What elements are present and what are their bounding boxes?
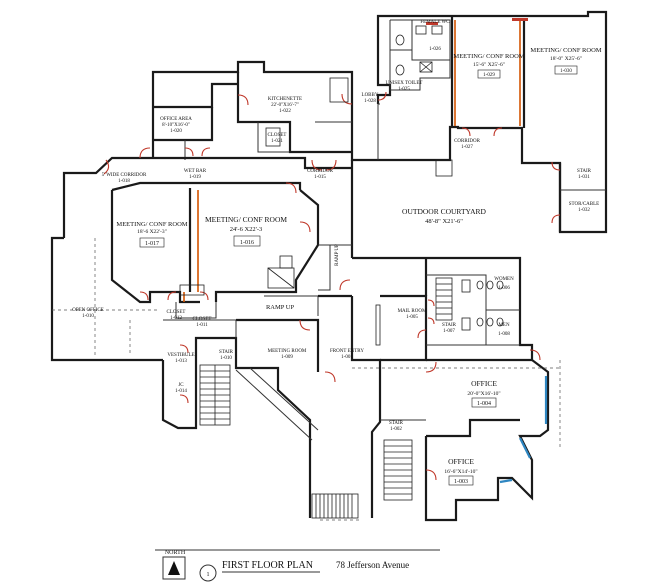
kitchenette-name: KITCHENETTE (268, 97, 302, 102)
closet-1021-name: CLOSET (268, 133, 287, 138)
closet-1012-name: CLOSET (167, 310, 186, 315)
sheet-number: 1 (207, 572, 210, 578)
meeting-1029-tag (477, 69, 501, 79)
closet-1012-number: 1-012 (170, 316, 182, 321)
office-1003-name: OFFICE (448, 457, 474, 466)
kitchenette-dims: 22'-0"X16'-7" (271, 103, 299, 108)
open-office-number: 1-010 (82, 314, 94, 319)
stair-1010-name: STAIR (219, 350, 234, 355)
stair-1007-number: 1-007 (443, 329, 455, 334)
meeting-1016-dims: 24'-6 X22'-3 (230, 226, 263, 233)
meeting-1030-dims: 18'-0" X25'-6" (550, 56, 582, 62)
north-arrow-icon (168, 561, 180, 575)
stair-1010-number: 1-010 (220, 356, 232, 361)
doors (103, 91, 561, 481)
office-1003-dims: 16'-6"X14'-10" (444, 469, 477, 475)
meeting-1029-dims: 15'-6" X25'-6" (473, 62, 505, 68)
office-1004-dims: 20'-0"X16'-10" (467, 391, 500, 397)
female-wc-number: 1-026 (429, 47, 441, 52)
female-wc-name: FEMALE WC (420, 20, 450, 25)
lobby-number: 1-028 (364, 99, 376, 104)
wet-bar-name: WET BAR (184, 169, 207, 174)
mail-room-name: MAIL ROOM (398, 309, 427, 314)
lobby-name: LOBBY (362, 93, 379, 98)
corridor-1027-number: 1-027 (461, 145, 473, 150)
meeting-1029-name: MEETING/ CONF ROOM (453, 53, 524, 60)
north-arrow-box (162, 556, 186, 580)
stair-1007-name: STAIR (442, 323, 457, 328)
office-area-dims: 8'-10"X16'-0" (162, 123, 190, 128)
front-entry-name: FRONT ENTRY (330, 349, 364, 354)
fixtures (179, 18, 528, 346)
wet-bar-number: 1-019 (189, 175, 201, 180)
kitchenette-number: 1-022 (279, 109, 291, 114)
office-1004-name: OFFICE (471, 379, 497, 388)
meeting-1017-tag (139, 237, 165, 248)
meeting-1030-name: MEETING/ CONF ROOM (530, 47, 601, 54)
title-block: NORTH 1 FIRST FLOOR PLAN 78 Jefferson Av… (155, 549, 440, 582)
women-number: 1-006 (498, 286, 510, 291)
front-entry-number: 1-001 (341, 355, 353, 360)
meeting-1017-number: 1-017 (145, 241, 159, 247)
mail-room-number: 1-005 (406, 315, 418, 320)
ramp-up-horizontal-label: RAMP UP (266, 304, 295, 311)
meeting-1030-number: 1-030 (560, 69, 572, 74)
closet-1011-number: 1-011 (196, 323, 208, 328)
men-number: 1-008 (498, 332, 510, 337)
meeting-1030-tag (554, 65, 578, 75)
corridor-1018-number: 1-018 (118, 179, 130, 184)
janitor-name: JC (178, 383, 184, 388)
courtyard-dims: 48'-8" X21'-6" (425, 218, 463, 225)
closet-1011-name: CLOSET (193, 317, 212, 322)
meeting-1017-dims: 18'-6 X22'-3" (137, 229, 167, 235)
meeting-1029-number: 1-029 (483, 73, 495, 78)
storage-name: STOR/CABLE (569, 202, 599, 207)
janitor-number: 1-014 (175, 389, 187, 394)
unisex-toilet-name: UNISEX TOILET (386, 81, 423, 86)
north-label: NORTH (165, 550, 186, 556)
meeting-1016-number: 1-016 (240, 240, 254, 246)
plan-address: 78 Jefferson Avenue (336, 560, 409, 570)
storage-number: 1-032 (578, 208, 590, 213)
office-1004-tag (471, 397, 497, 408)
closet-1021-number: 1-021 (271, 139, 283, 144)
office-1004-number: 1-004 (477, 401, 491, 407)
stairs (199, 277, 453, 519)
corridor-1018-name: 5' WIDE CORRIDOR (102, 173, 147, 178)
meeting-1016-tag (233, 235, 261, 247)
office-1003-tag (448, 475, 474, 486)
windows (499, 376, 548, 484)
meeting-1017-name: MEETING/ CONF ROOM (116, 221, 187, 228)
ramp-up-vertical-label: RAMP UP (335, 244, 340, 266)
corridor-1015-name: CORRIDOR (307, 169, 334, 174)
open-office-name: OPEN OFFICE (72, 308, 104, 313)
corridor-1015-number: 1-015 (314, 175, 326, 180)
plan-title: FIRST FLOOR PLAN (222, 560, 313, 571)
women-name: WOMEN (494, 277, 514, 282)
office-area-number: 1-020 (170, 129, 182, 134)
stair-1002-number: 1-002 (390, 427, 402, 432)
interior-walls (110, 16, 606, 421)
corridor-1027-name: CORRIDOR (454, 139, 481, 144)
men-name: MEN (498, 323, 510, 328)
office-1003-number: 1-003 (454, 479, 468, 485)
office-area-name: OFFICE AREA (160, 117, 192, 122)
stair-east-number: 1-031 (578, 175, 590, 180)
stair-east-name: STAIR (577, 169, 592, 174)
unisex-toilet-number: 1-025 (398, 87, 410, 92)
meeting-1016-name: MEETING/ CONF ROOM (205, 215, 287, 224)
sheet-circle (199, 564, 217, 582)
stair-1002-name: STAIR (389, 421, 404, 426)
vestibule-name: VESTIBULE (167, 353, 194, 358)
courtyard-name: OUTDOOR COURTYARD (402, 207, 487, 216)
accent-walls (183, 20, 521, 302)
dashed-lines (52, 238, 561, 521)
meeting-room-1009-number: 1-009 (281, 355, 293, 360)
exterior-walls (50, 10, 608, 522)
vestibule-number: 1-013 (175, 359, 187, 364)
meeting-room-1009-name: MEETING ROOM (268, 349, 307, 354)
